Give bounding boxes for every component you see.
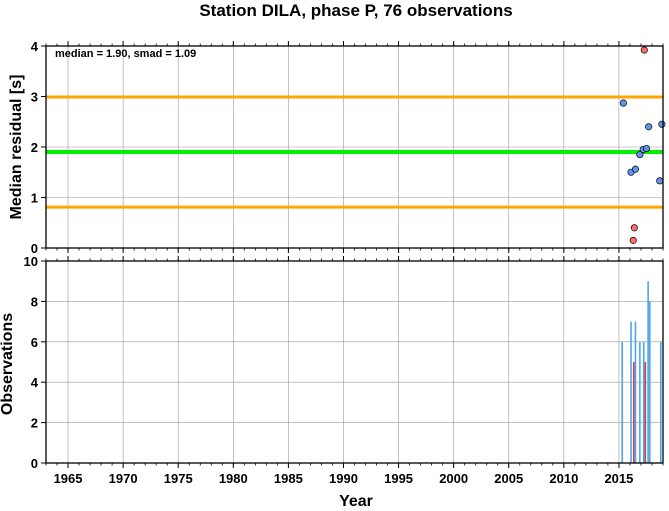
top-ticks [41,41,664,253]
top-grid [46,45,663,249]
x-tick-labels: 1965 1970 1975 1980 1985 1990 1995 2000 2005 2010… [54,471,634,486]
y-tick-label: 4 [31,375,39,390]
y-tick-label: 0 [31,456,38,471]
data-point [642,144,651,153]
x-tick-label: 1995 [384,471,413,486]
y-tick-label: 3 [31,90,38,105]
y-tick-label: 4 [31,39,39,54]
x-axis-label: Year [339,493,373,510]
data-point [636,151,644,159]
data-point [645,123,653,131]
x-tick-label: 1965 [54,471,83,486]
x-tick-label: 1990 [329,471,358,486]
bottom-bars [621,281,662,463]
top-y-tick-labels: 0 1 2 3 4 [31,39,39,256]
x-tick-label: 1975 [164,471,193,486]
bottom-y-axis-label: Observations [0,313,16,415]
y-tick-label: 2 [31,140,38,155]
x-tick-label: 1985 [274,471,303,486]
data-point [656,177,664,185]
bottom-y-tick-labels: 0 2 4 6 8 10 [24,254,39,471]
y-tick-label: 1 [31,191,38,206]
top-y-axis-label: Median residual [s] [8,75,25,220]
x-tick-label: 2015 [604,471,633,486]
y-tick-label: 6 [31,335,38,350]
bottom-ticks [41,256,664,468]
data-point [631,165,640,173]
y-tick-label: 10 [24,254,38,269]
outlier-point [640,46,648,54]
y-tick-label: 8 [31,294,38,309]
top-reference-lines [46,95,663,209]
outlier-point [630,224,638,232]
data-point [619,99,627,107]
x-tick-label: 2000 [439,471,468,486]
x-tick-label: 1970 [109,471,138,486]
data-point [658,120,666,128]
top-points [619,46,666,244]
bottom-grid [46,260,663,464]
stats-annotation: median = 1.90, smad = 1.09 [55,48,196,60]
x-tick-label: 2005 [494,471,523,486]
bottom-frame [45,260,664,464]
y-tick-label: 2 [31,416,38,431]
chart-title: Station DILA, phase P, 76 observations [199,1,512,20]
outlier-point [629,236,637,244]
y-tick-label: 0 [31,241,38,256]
x-tick-label: 2010 [549,471,578,486]
top-panel: 0 1 2 3 4 median = 1.90, smad = 1.09 Median … [8,39,666,256]
x-tick-label: 1980 [219,471,248,486]
bottom-panel: 0 2 4 6 8 10 1965 1970 1975 1980 1985 1990 1995 2000… [0,254,664,510]
